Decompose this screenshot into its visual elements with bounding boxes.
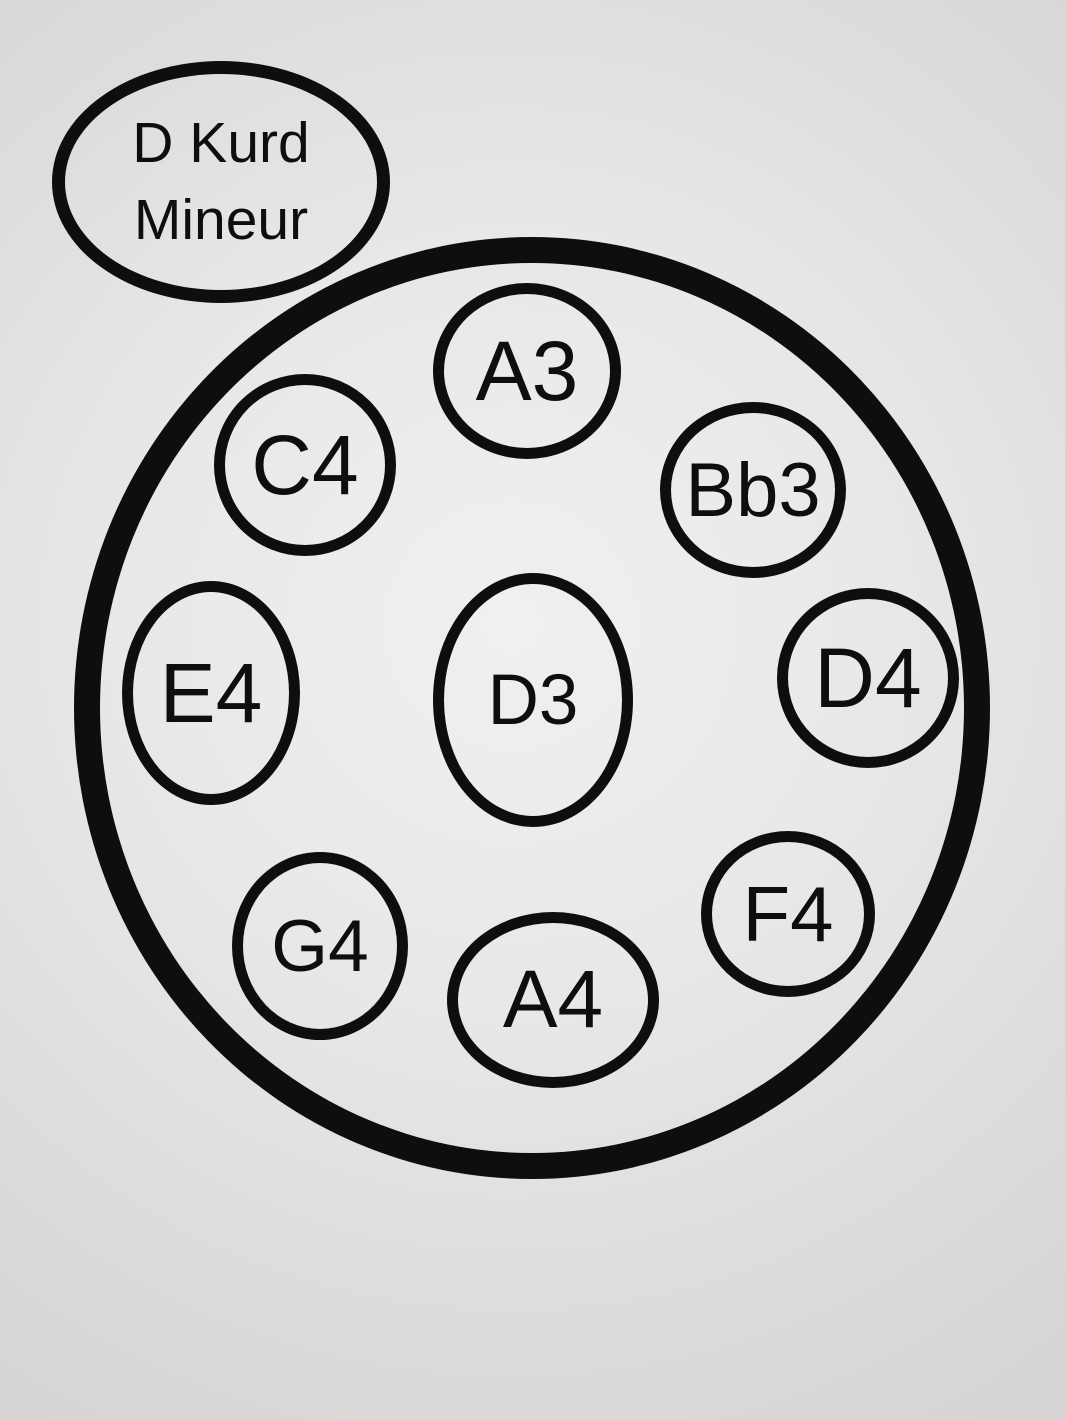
note-circle-bb3: Bb3 [660,402,846,578]
note-circle-a4: A4 [447,912,659,1088]
scale-name-line-2: Mineur [133,188,309,252]
note-circle-f4: F4 [701,831,875,997]
note-label-d4: D4 [814,630,922,725]
note-label-c4: C4 [251,417,359,512]
note-circle-g4: G4 [232,852,408,1040]
note-label-g4: G4 [271,905,369,987]
note-circle-a3: A3 [433,283,621,459]
note-label-d3: D3 [487,660,579,740]
scale-name-badge: D Kurd Mineur [52,61,390,303]
note-label-a3: A3 [475,323,579,418]
note-label-e4: E4 [159,645,263,740]
note-label-bb3: Bb3 [685,447,821,533]
note-label-a4: A4 [502,954,604,1045]
scale-name-line-1: D Kurd [132,111,310,175]
note-circle-c4: C4 [214,374,396,556]
note-label-f4: F4 [742,869,834,958]
note-circle-d3-center: D3 [433,573,633,827]
note-circle-d4: D4 [777,588,959,768]
note-circle-e4: E4 [122,581,300,805]
